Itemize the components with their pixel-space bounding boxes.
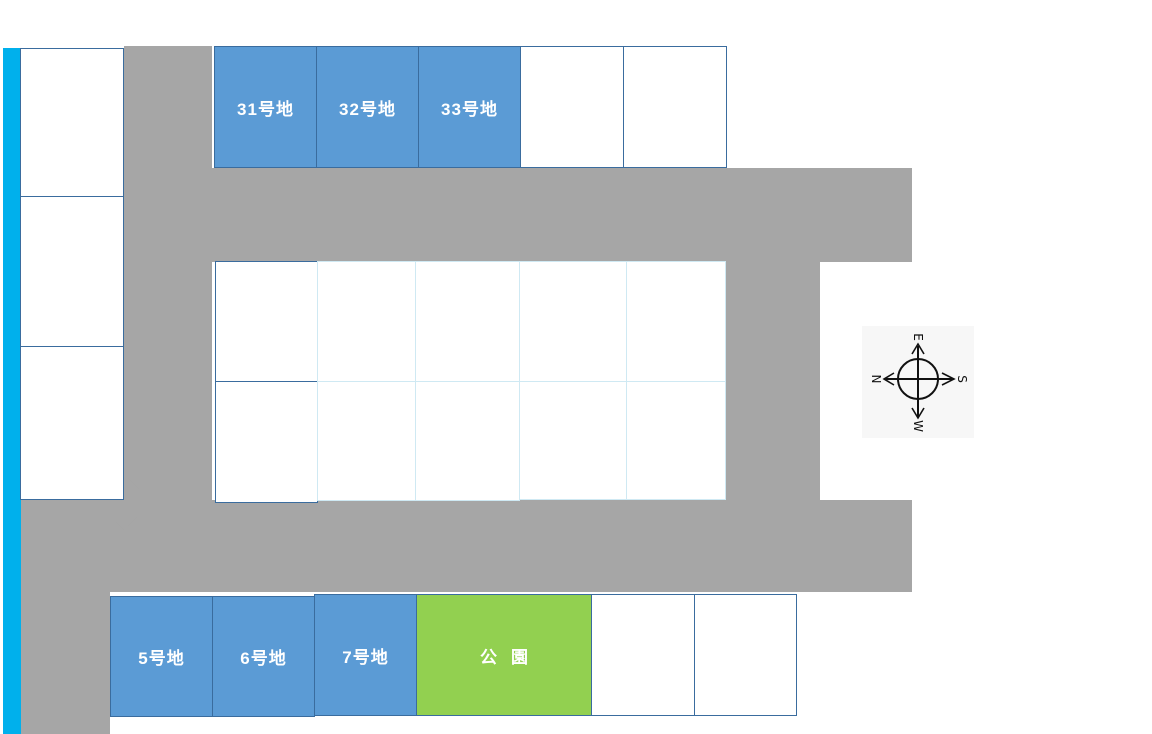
lot-center-5[interactable] [317,381,416,501]
lot-top-5[interactable] [623,46,727,168]
park-label: 公園 [480,647,542,667]
lot-label: 7号地 [342,647,389,667]
compass-south-label: S [955,375,969,383]
lot-center-3[interactable] [519,261,627,382]
river [3,48,21,734]
lot-center-left-top[interactable] [215,261,318,382]
lot-31[interactable]: 31号地 [214,46,317,168]
lot-left-2[interactable] [20,196,124,347]
lot-33[interactable]: 33号地 [418,46,521,168]
lot-center-6[interactable] [415,381,520,501]
lot-label: 33号地 [441,99,498,119]
lot-6[interactable]: 6号地 [212,596,315,717]
compass-west-label: W [911,420,925,432]
compass-rose: E W N S [862,326,974,438]
lot-center-8[interactable] [626,381,726,500]
lot-center-2[interactable] [415,261,520,382]
lot-label: 31号地 [237,99,294,119]
lot-5[interactable]: 5号地 [110,596,213,717]
lot-top-4[interactable] [520,46,624,168]
lot-left-3[interactable] [20,346,124,500]
lot-left-1[interactable] [20,48,124,197]
lot-label: 32号地 [339,99,396,119]
lot-bottom-5[interactable] [591,594,695,716]
lot-center-4[interactable] [626,261,726,382]
road-left-bottom-vertical [20,500,110,734]
lot-32[interactable]: 32号地 [316,46,419,168]
compass-east-label: E [911,333,925,341]
lot-bottom-6[interactable] [694,594,797,716]
road-left-vertical [124,46,212,546]
compass-north-label: N [869,375,883,384]
road-bottom-horizontal [124,500,912,592]
park-lot[interactable]: 公園 [416,594,592,716]
compass-icon: E W N S [869,333,969,432]
lot-7[interactable]: 7号地 [314,594,417,716]
lot-label: 5号地 [138,649,185,668]
lot-center-left-bottom[interactable] [215,381,318,503]
lot-center-1[interactable] [317,261,416,382]
lot-center-7[interactable] [519,381,627,500]
lot-label: 6号地 [240,649,287,668]
